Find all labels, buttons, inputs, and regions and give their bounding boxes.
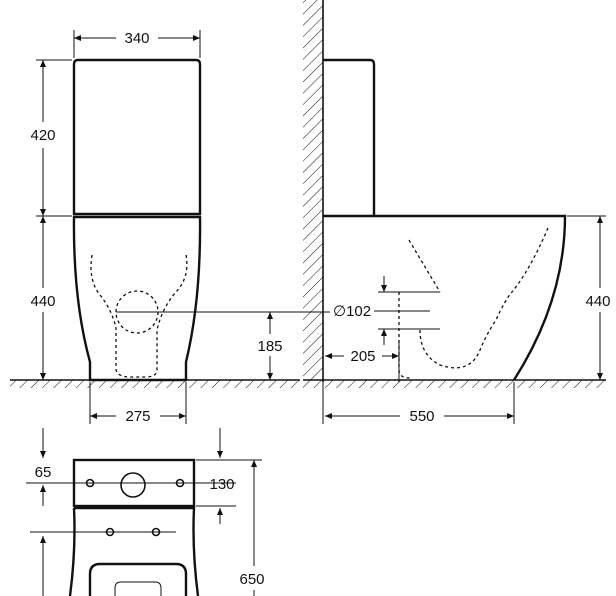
top-bowl — [68, 506, 200, 596]
front-trapway-hidden — [90, 254, 188, 378]
dim-tank-height: 420 — [30, 127, 55, 144]
side-floor-hatch — [303, 380, 606, 388]
top-view: 65 130 650 — [26, 428, 265, 596]
dim-bowl-height-side: 440 — [585, 293, 610, 310]
top-seat-opening — [88, 562, 188, 596]
side-cistern — [323, 58, 376, 216]
side-view: ∅102 205 440 550 — [303, 0, 611, 425]
dim-base-width: 275 — [125, 408, 150, 425]
dim-top-holes-distance: 130 — [209, 476, 234, 493]
side-trapway-hidden — [398, 227, 549, 379]
top-seat-inner — [114, 581, 162, 596]
dim-outlet-wall: 205 — [350, 348, 375, 365]
dim-plan-depth: 650 — [239, 571, 264, 588]
front-cistern — [72, 58, 202, 216]
side-bowl — [323, 214, 567, 381]
wall-hatch — [303, 0, 323, 380]
dim-top-holes-offset: 65 — [35, 464, 52, 481]
dim-outlet-diameter: ∅102 — [333, 303, 371, 320]
dim-tank-width: 340 — [124, 30, 149, 47]
front-floor-hatch — [10, 380, 300, 388]
front-view: 340 420 440 185 275 — [10, 30, 330, 425]
dim-outlet-height: 185 — [257, 338, 282, 355]
dim-total-depth: 550 — [409, 408, 434, 425]
front-bowl — [72, 215, 202, 382]
top-flush-button — [120, 472, 146, 498]
dim-bowl-height: 440 — [30, 293, 55, 310]
